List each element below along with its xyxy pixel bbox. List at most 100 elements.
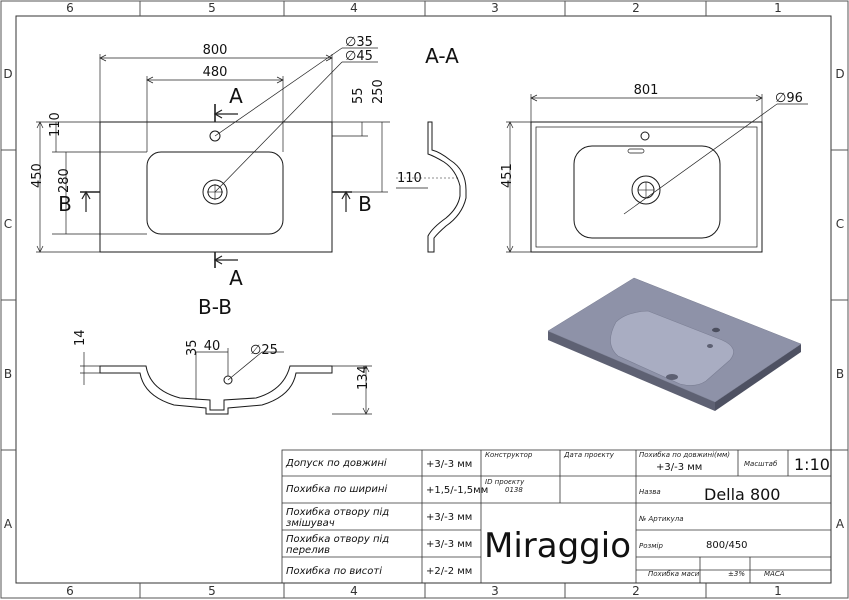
zone-right-b: B (836, 367, 844, 381)
bottom-view-dimensions (506, 94, 808, 253)
section-a-bottom-label: A (229, 266, 243, 290)
tol-value-3: +3/-3 мм (426, 539, 472, 550)
tol-value-4: +2/-2 мм (426, 566, 472, 577)
mass-tol-label: Похибка маси (648, 570, 700, 578)
zone-right-d: D (835, 67, 844, 81)
drain-outer (202, 179, 228, 205)
render-overflow (707, 344, 713, 348)
project-id-label: ID проєкту (485, 478, 525, 486)
scale-value: 1:10 (794, 455, 830, 474)
tap-hole (209, 130, 221, 142)
zone-bottom-6: 6 (66, 584, 74, 598)
dim-depth-134: 134 (356, 365, 371, 390)
bottom-drain-outer (631, 175, 661, 205)
tol-label-4: Похибка по висоті (286, 565, 382, 577)
tol-value-0: +3/-3 мм (426, 459, 472, 470)
zone-top-2: 2 (632, 1, 640, 15)
dim-280: 280 (57, 168, 72, 193)
dim-bottom-height-451: 451 (500, 163, 515, 188)
tol-label-1: Похибка по ширині (286, 483, 387, 495)
bottom-inner-outline (535, 126, 758, 248)
length-tol-label: Похибка по довжині(мм) (639, 451, 730, 459)
basin-3d-render (547, 277, 802, 411)
date-label: Дата проєкту (563, 451, 615, 459)
zone-right-a: A (836, 517, 845, 531)
dim-thickness-14: 14 (73, 329, 88, 346)
tol-label-2-line2: змішувач (286, 517, 335, 529)
zone-top-1: 1 (774, 1, 782, 15)
mass-label: МАСА (764, 570, 785, 578)
zone-top-6: 6 (66, 1, 74, 15)
section-a-top-label: A (229, 84, 243, 108)
zone-labels: 6 5 4 3 2 1 6 5 4 3 2 1 D C B A D C B A (3, 1, 845, 598)
section-bb-dimensions (80, 348, 372, 415)
dim-110: 110 (48, 112, 63, 137)
size-label: Розмір (639, 542, 663, 550)
render-drain (666, 374, 678, 380)
basin-outline (99, 121, 333, 253)
name-value: Della 800 (704, 485, 780, 504)
mass-tol-value: ±3% (728, 570, 745, 578)
scale-label: Масштаб (744, 460, 778, 468)
dim-dia-35: ∅35 (345, 35, 373, 50)
section-aa-profile (427, 121, 467, 253)
top-view-dimensions (36, 47, 390, 268)
dim-bb-40: 40 (204, 339, 221, 354)
zone-top-5: 5 (208, 1, 216, 15)
dim-250: 250 (371, 79, 386, 104)
bottom-bowl (573, 145, 721, 239)
zone-bottom-4: 4 (350, 584, 358, 598)
section-b-left-label: B (58, 192, 72, 216)
zone-bottom-1: 1 (774, 584, 782, 598)
zone-left-b: B (4, 367, 12, 381)
dim-dia-45: ∅45 (345, 49, 373, 64)
section-aa (396, 121, 467, 253)
overflow-slot (627, 148, 645, 154)
zone-top-4: 4 (350, 1, 358, 15)
render-side-left (548, 331, 715, 411)
tol-label-0: Допуск по довжині (285, 457, 387, 469)
dim-bottom-dia-96: ∅96 (775, 91, 803, 106)
title-block (281, 449, 832, 584)
dim-bottom-width-801: 801 (634, 83, 659, 98)
tol-value-1: +1,5/-1,5мм (426, 485, 488, 496)
render-tap-hole (712, 327, 720, 333)
render-side-right (715, 344, 801, 411)
zone-right-c: C (836, 217, 844, 231)
zone-bottom-5: 5 (208, 584, 216, 598)
render-bowl (610, 310, 734, 386)
brand-name: Miraggio (484, 526, 631, 566)
dim-width-800: 800 (203, 43, 228, 58)
article-label: № Артикула (638, 515, 684, 523)
section-bb-title: B-B (198, 295, 232, 319)
top-view-labels: 800 480 ∅35 ∅45 55 250 450 110 280 A A B… (30, 35, 386, 290)
bottom-outline (530, 121, 763, 253)
section-bb (99, 365, 333, 415)
dim-55: 55 (351, 87, 366, 104)
zone-left-c: C (4, 217, 12, 231)
zone-left-a: A (4, 517, 13, 531)
dim-bb-dia-25: ∅25 (250, 343, 278, 358)
title-block-text: Допуск по довжині +3/-3 мм Похибка по ши… (285, 451, 830, 578)
bottom-tap-hole (640, 131, 650, 141)
dim-bb-35: 35 (185, 339, 200, 356)
designer-label: Конструктор (485, 451, 533, 459)
size-value: 800/450 (706, 540, 748, 551)
section-bb-profile (99, 365, 333, 415)
name-label: Назва (639, 488, 661, 496)
tol-label-3-line2: перелив (286, 545, 330, 556)
section-aa-depth-110: 110 (397, 171, 422, 186)
zone-bottom-2: 2 (632, 584, 640, 598)
dim-bowl-480: 480 (203, 65, 228, 80)
section-b-right-label: B (358, 192, 372, 216)
section-aa-title: A-A (425, 44, 459, 68)
bottom-view (530, 121, 763, 253)
length-tol-value: +3/-3 мм (656, 462, 702, 473)
zone-left-d: D (3, 67, 12, 81)
zone-top-3: 3 (491, 1, 499, 15)
project-id-value: 0138 (505, 486, 523, 494)
